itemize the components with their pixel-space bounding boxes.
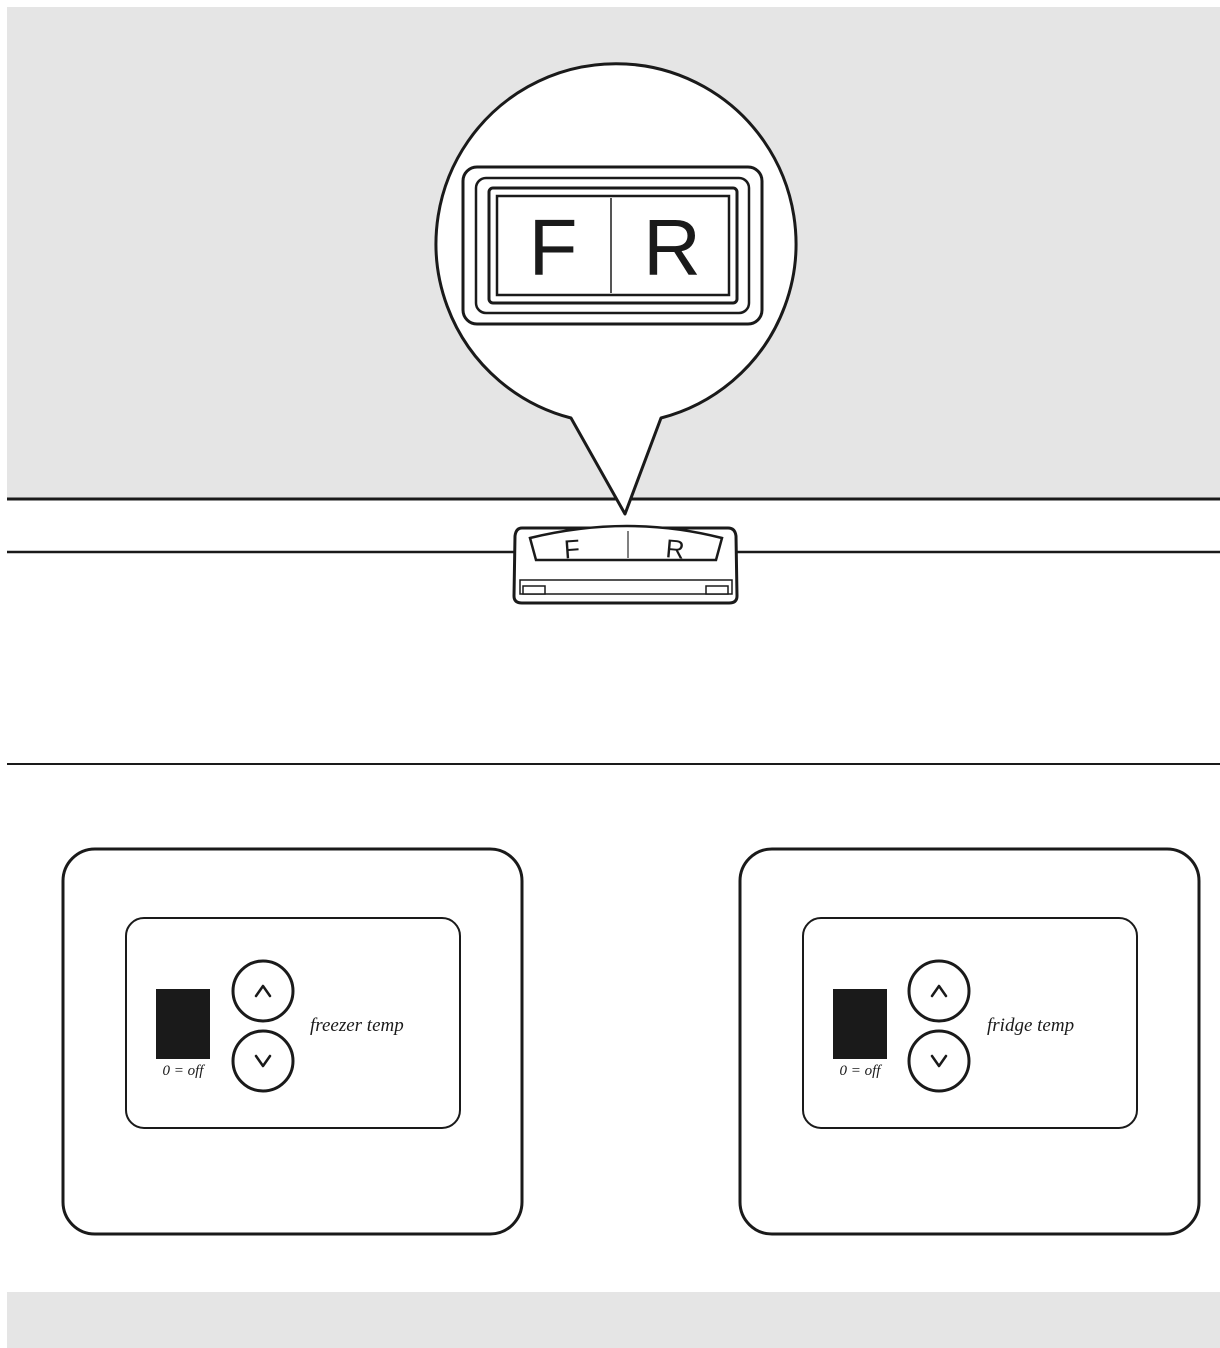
freezer-temp-display: [156, 989, 210, 1059]
fridge-off-note: 0 = off: [840, 1063, 883, 1079]
fridge-temp-label: fridge temp: [987, 1015, 1074, 1036]
physical-fr-switch[interactable]: F R: [514, 526, 737, 603]
small-switch-letter-f: F: [563, 533, 581, 564]
switch-letter-r: R: [643, 203, 701, 292]
freezer-down-button[interactable]: [233, 1031, 293, 1091]
freezer-control-panel: 0 = off freezer temp: [63, 849, 522, 1234]
freezer-up-button[interactable]: [233, 961, 293, 1021]
fridge-temp-display: [833, 989, 887, 1059]
fridge-up-button[interactable]: [909, 961, 969, 1021]
freezer-off-note: 0 = off: [163, 1063, 206, 1079]
small-switch-letter-r: R: [664, 533, 685, 565]
lower-floor: [7, 1292, 1220, 1348]
fridge-control-panel: 0 = off fridge temp: [740, 849, 1199, 1234]
magnified-fr-switch[interactable]: F R: [463, 167, 762, 324]
freezer-temp-label: freezer temp: [310, 1015, 404, 1036]
switch-letter-f: F: [529, 203, 578, 292]
fridge-down-button[interactable]: [909, 1031, 969, 1091]
